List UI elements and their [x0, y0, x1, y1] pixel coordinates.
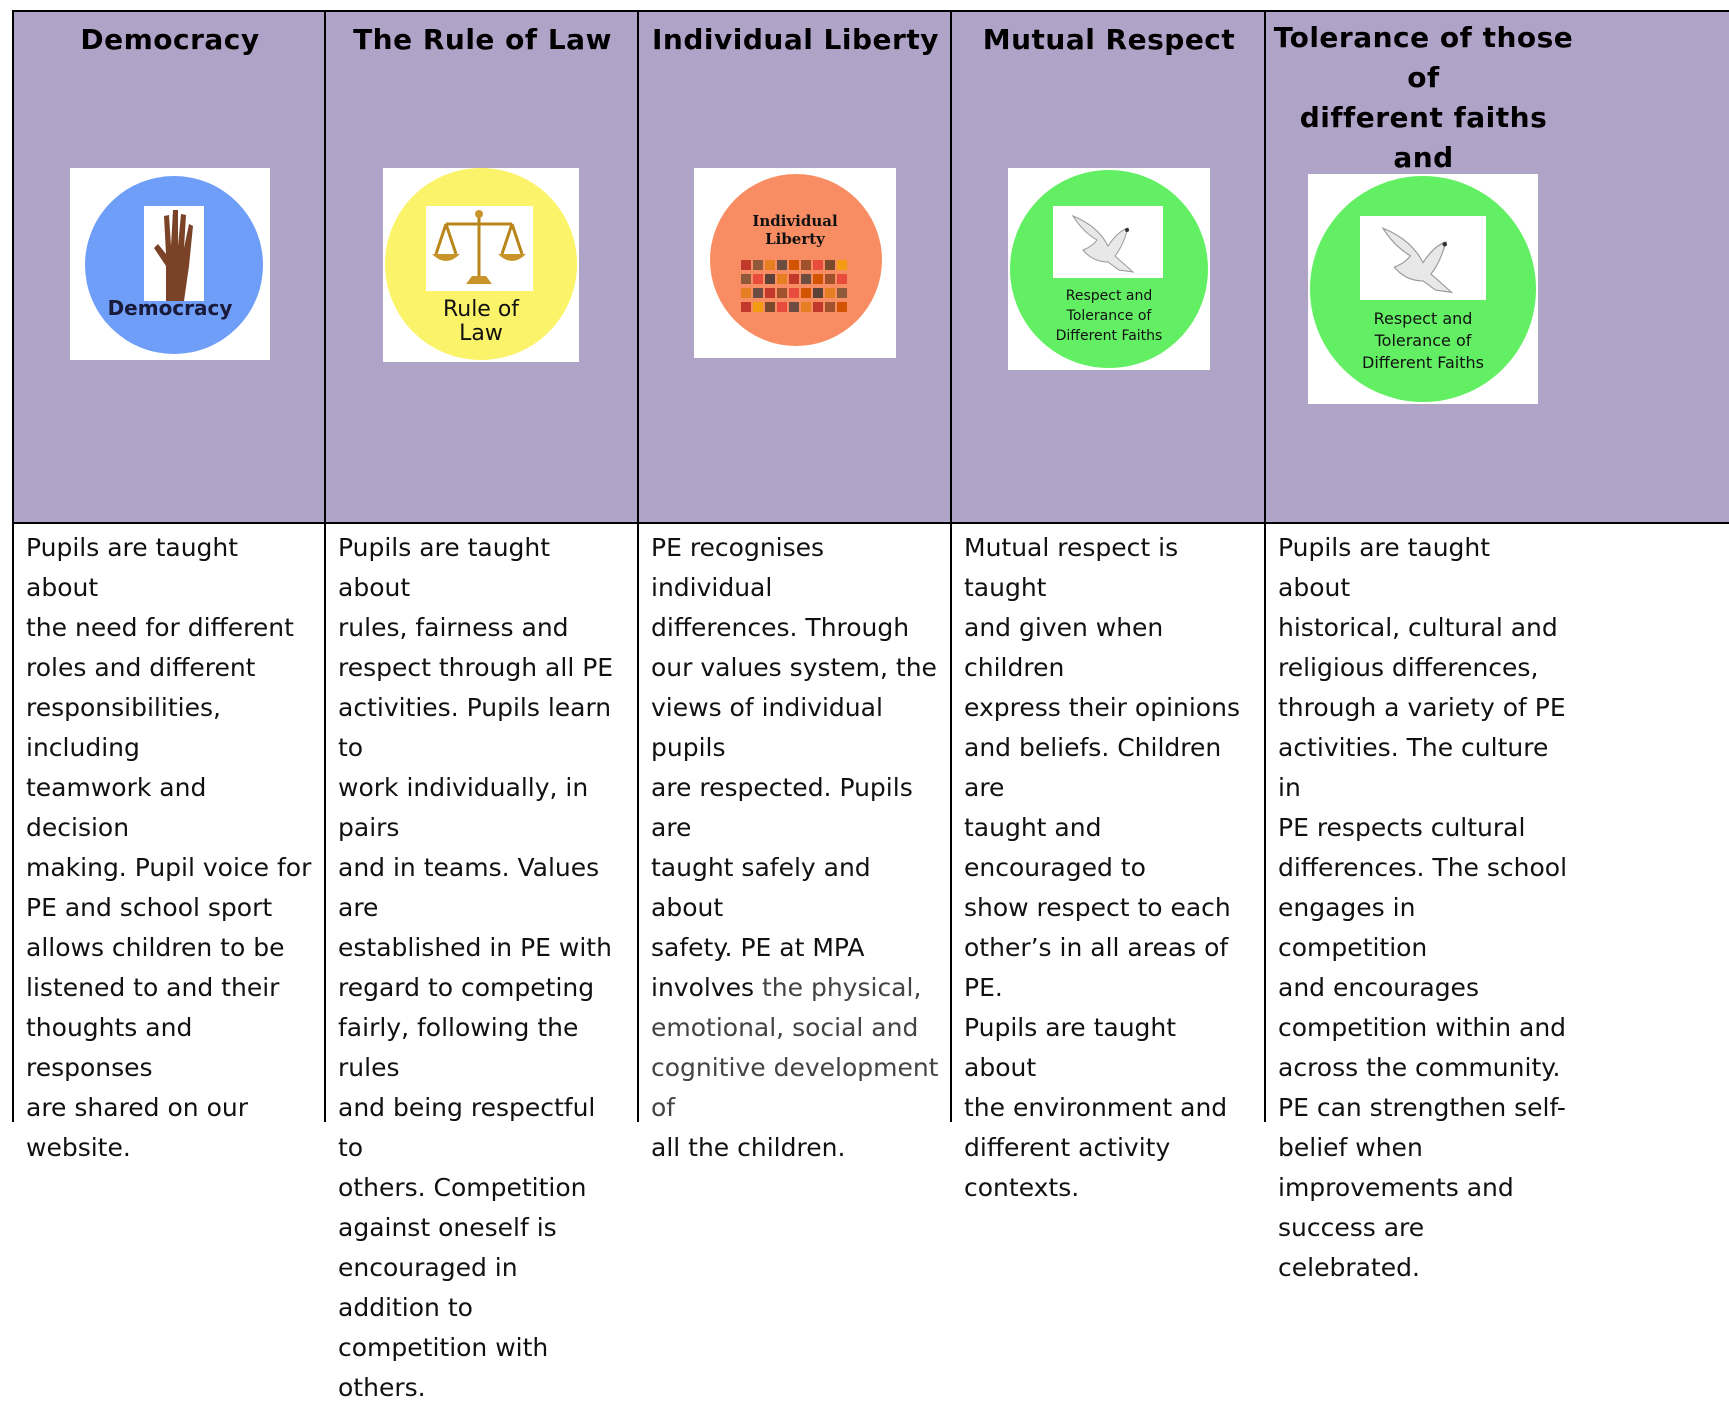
badge-label: Individual Liberty [752, 212, 838, 248]
body-text: Pupils are taught about the need for dif… [26, 533, 312, 1162]
respect-tolerance-logo: Respect and Tolerance of Different Faith… [1008, 168, 1210, 370]
header-cell-individual-liberty: Individual Liberty Individual Liberty [639, 10, 952, 524]
column-democracy: Democracy Democracy Pupils are taught ab… [12, 10, 326, 1162]
column-title: The Rule of Law [353, 23, 612, 56]
scales-of-justice-icon [432, 210, 526, 284]
column-tolerance: Tolerance of those of different faiths a… [1264, 10, 1729, 1282]
badge-label: Democracy [107, 296, 233, 320]
badge-label: Respect and Tolerance of Different Faith… [1055, 288, 1163, 344]
individual-liberty-logo: Individual Liberty [694, 168, 896, 358]
body-text-part: PE recognises individual differences. Th… [651, 533, 937, 1002]
header-cell-tolerance: Tolerance of those of different faiths a… [1266, 10, 1729, 524]
british-values-table: Democracy Democracy Pupils are taught ab… [12, 10, 1729, 1402]
respect-tolerance-logo: Respect and Tolerance of Different Faith… [1308, 174, 1538, 404]
column-title: Mutual Respect [982, 23, 1236, 56]
header-cell-rule-of-law: The Rule of Law [326, 10, 639, 524]
column-mutual-respect: Mutual Respect Respect and Tolerance of … [950, 10, 1266, 1202]
dove-icon [1381, 227, 1454, 294]
column-individual-liberty: Individual Liberty Individual Liberty PE… [637, 10, 952, 1162]
column-title: Democracy [80, 23, 260, 56]
header-cell-democracy: Democracy Democracy [14, 10, 326, 524]
rule-of-law-logo: Rule of Law [383, 168, 579, 362]
body-text-part-highlight: the physical, emotional, social and cogn… [651, 973, 939, 1122]
democracy-logo: Democracy [70, 168, 270, 360]
badge-label: Respect and Tolerance of Different Faith… [1362, 309, 1484, 372]
body-text: PE recognises individual differences. Th… [639, 522, 952, 1168]
column-rule-of-law: The Rule of Law [324, 10, 639, 1402]
badge-label: Rule of Law [442, 297, 520, 346]
body-text: Pupils are taught about historical, cult… [1278, 533, 1568, 1282]
faces-collage-icon [741, 260, 847, 312]
raised-hand-icon [154, 210, 193, 301]
header-cell-mutual-respect: Mutual Respect Respect and Tolerance of … [952, 10, 1266, 524]
body-text: Pupils are taught about rules, fairness … [338, 533, 614, 1402]
column-title: Individual Liberty [652, 23, 939, 56]
dove-icon [1071, 214, 1135, 273]
body-text-part: all the children. [651, 1133, 846, 1162]
body-text: Mutual respect is taught and given when … [964, 533, 1240, 1202]
